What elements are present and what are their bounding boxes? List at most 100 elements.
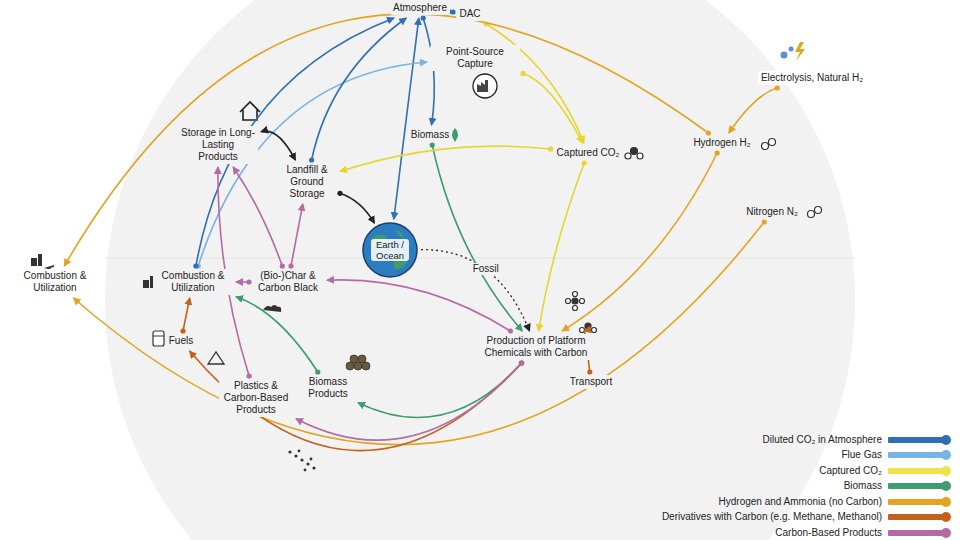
flow-connector (261, 131, 295, 160)
node-label: Atmosphere (393, 2, 447, 14)
fuels-node: Fuels (166, 334, 196, 348)
node-label: Production of Platform Chemicals with Ca… (483, 335, 589, 359)
flow-connector (562, 153, 717, 331)
node-label: Nitrogen N₂ (746, 206, 798, 218)
flow-connector (183, 298, 190, 331)
flow-connector (296, 363, 522, 440)
atmosphere-node: Atmosphere (390, 1, 450, 15)
node-label: Plastics & Carbon-Based Products (222, 380, 290, 416)
char-node: (Bio-)Char & Carbon Black (252, 269, 324, 295)
legend-dot (941, 512, 951, 522)
flow-connector (327, 280, 510, 331)
node-label: Storage in Long-Lasting Products (181, 127, 255, 163)
node-label: Earth / Ocean (371, 239, 409, 261)
flow-connector (340, 193, 374, 223)
earth-globe: Earth / Ocean (362, 222, 418, 278)
legend-dot (941, 481, 951, 491)
node-label: Combustion & Utilization (156, 270, 230, 294)
node-label: Biomass (411, 129, 449, 141)
legend-dot (941, 497, 951, 507)
flow-connector (539, 163, 585, 331)
flow-connector (312, 18, 407, 160)
legend-row: Diluted CO₂ in Atmosphere (662, 432, 946, 448)
legend-row: Derivatives with Carbon (e.g. Methane, M… (662, 510, 946, 526)
flow-connector (340, 146, 551, 171)
legend-row: Captured CO₂ (662, 463, 946, 479)
legend-dot (941, 450, 951, 460)
biomass-node: Biomass (408, 128, 452, 142)
legend-swatch (888, 452, 946, 458)
legend-text: Carbon-Based Products (775, 527, 882, 539)
legend-swatch (888, 499, 946, 505)
node-label: Point-Source Capture (433, 46, 517, 70)
electrolysis-icon (781, 42, 806, 61)
transport-node: Transport (567, 375, 615, 389)
legend-text: Biomass (844, 480, 882, 492)
nitrogen-node: Nitrogen N₂ (743, 205, 801, 219)
legend-text: Captured CO₂ (819, 465, 882, 477)
legend-swatch (888, 514, 946, 520)
capture-node: Point-Source Capture (430, 45, 520, 71)
node-label: Transport (570, 376, 612, 388)
legend-row: Biomass (662, 479, 946, 495)
legend-swatch (888, 530, 946, 536)
flow-connector (190, 351, 522, 451)
flow-connector (291, 204, 303, 266)
plastics-node: Plastics & Carbon-Based Products (219, 379, 293, 417)
node-label: Hydrogen H₂ (693, 137, 750, 149)
recycle-icon (208, 352, 224, 364)
flow-connector (73, 222, 764, 445)
flow-connector (394, 18, 419, 219)
char-icon (263, 305, 281, 312)
node-label: Biomass Products (304, 376, 352, 400)
flow-connector (423, 18, 434, 125)
production-node: Production of Platform Chemicals with Ca… (480, 334, 592, 360)
flow-connector (233, 167, 282, 266)
legend-text: Hydrogen and Ammonia (no Carbon) (719, 496, 882, 508)
node-label: Landfill & Ground Storage (280, 164, 334, 200)
node-label: Captured CO₂ (557, 147, 620, 159)
landfill-node: Landfill & Ground Storage (277, 163, 337, 201)
electrolysis-node: Electrolysis, Natural H₂ (758, 71, 866, 85)
node-label: Electrolysis, Natural H₂ (761, 72, 863, 84)
flow-connector (432, 145, 522, 331)
node-label: DAC (459, 8, 480, 20)
factory-icon (473, 74, 497, 98)
combustion-node: Combustion & Utilization (153, 269, 233, 295)
legend: Diluted CO₂ in AtmosphereFlue GasCapture… (662, 432, 946, 540)
legend-swatch (888, 468, 946, 474)
legend-row: Carbon-Based Products (662, 525, 946, 540)
flow-connector (236, 281, 249, 283)
captured-co2-node: Captured CO₂ (554, 146, 623, 160)
polymer-icon (288, 450, 315, 472)
node-label: Fuels (169, 335, 193, 347)
legend-swatch (888, 483, 946, 489)
flow-connector (236, 297, 318, 372)
legend-text: Flue Gas (841, 449, 882, 461)
storage-node: Storage in Long-Lasting Products (178, 126, 258, 164)
biomass-products-node: Biomass Products (301, 375, 355, 401)
flow-connector (729, 88, 777, 133)
leaf-icon (452, 128, 458, 142)
log-icon (346, 355, 370, 370)
hydrogen-node: Hydrogen H₂ (690, 136, 753, 150)
legend-dot (941, 466, 951, 476)
legend-dot (941, 528, 951, 538)
flow-connector (486, 24, 584, 143)
legend-swatch (888, 437, 946, 443)
divider-line (105, 258, 855, 259)
legend-row: Hydrogen and Ammonia (no Carbon) (662, 494, 946, 510)
node-label: (Bio-)Char & Carbon Black (255, 270, 321, 294)
barrel-icon (153, 331, 164, 346)
edge-label: Fossil (471, 263, 501, 275)
combustion-node: Combustion & Utilization (15, 269, 95, 295)
flow-connector (523, 74, 583, 144)
legend-dot (941, 435, 951, 445)
legend-row: Flue Gas (662, 448, 946, 464)
legend-text: Derivatives with Carbon (e.g. Methane, M… (662, 511, 882, 523)
dac-node: DAC (456, 7, 483, 21)
legend-text: Diluted CO₂ in Atmosphere (763, 434, 883, 446)
node-label: Combustion & Utilization (18, 270, 92, 294)
flow-connector (358, 363, 522, 418)
